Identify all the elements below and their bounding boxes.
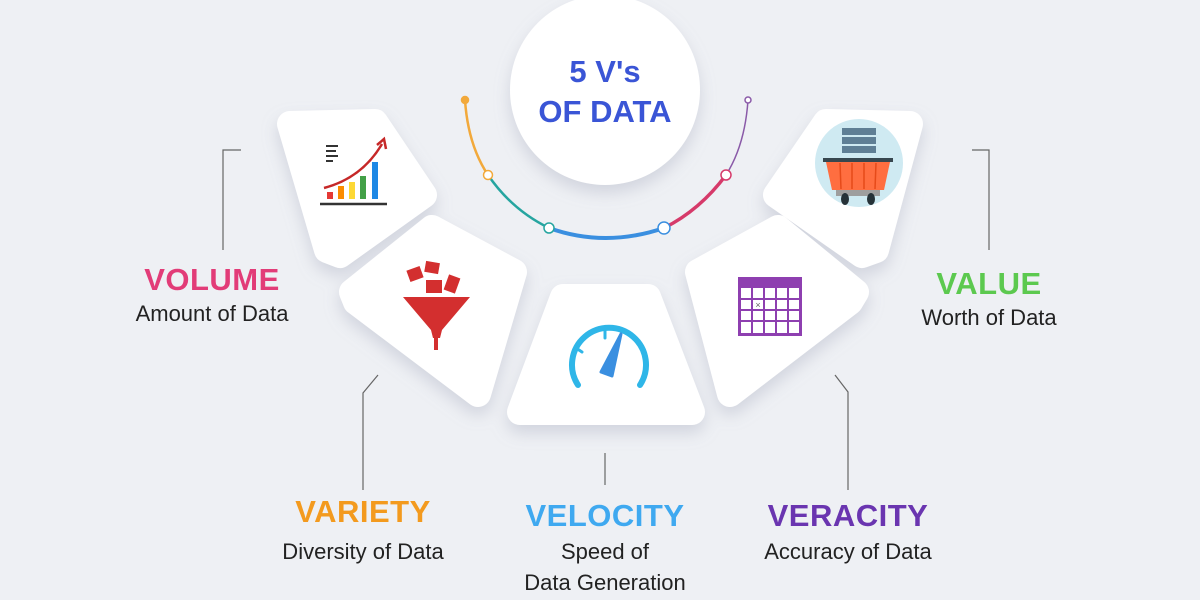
- svg-text:×: ×: [755, 300, 760, 310]
- value-name: VALUE: [936, 266, 1042, 301]
- variety-desc: Diversity of Data: [282, 539, 444, 564]
- velocity-desc-1: Speed of: [560, 539, 650, 564]
- value-label: VALUE Worth of Data: [921, 266, 1056, 333]
- grid-table-icon: ×: [738, 277, 802, 336]
- veracity-label: VERACITY Accuracy of Data: [764, 498, 932, 567]
- veracity-desc: Accuracy of Data: [764, 539, 932, 564]
- title-line-2: OF DATA: [538, 94, 672, 129]
- velocity-name: VELOCITY: [525, 498, 685, 533]
- connector-lines: [222, 149, 990, 490]
- data-cart-icon: [815, 119, 903, 207]
- volume-card: [277, 109, 437, 268]
- volume-desc: Amount of Data: [135, 301, 289, 326]
- volume-label: VOLUME Amount of Data: [136, 262, 289, 329]
- arc-timeline: [463, 99, 749, 240]
- velocity-card: [507, 284, 705, 425]
- page-title: 5 V's OF DATA: [538, 52, 671, 132]
- variety-label: VARIETY Diversity of Data: [282, 494, 443, 567]
- veracity-name: VERACITY: [767, 498, 929, 533]
- title-line-1: 5 V's: [569, 54, 641, 89]
- volume-name: VOLUME: [144, 262, 280, 297]
- velocity-label: VELOCITY Speed of Data Generation: [524, 498, 685, 598]
- title-circle: [510, 0, 700, 185]
- data-funnel-icon: [403, 260, 470, 350]
- value-desc: Worth of Data: [921, 305, 1057, 330]
- velocity-desc-2: Data Generation: [524, 570, 686, 595]
- variety-name: VARIETY: [295, 494, 431, 529]
- growth-chart-icon: [320, 136, 388, 206]
- speedometer-icon: [569, 324, 649, 388]
